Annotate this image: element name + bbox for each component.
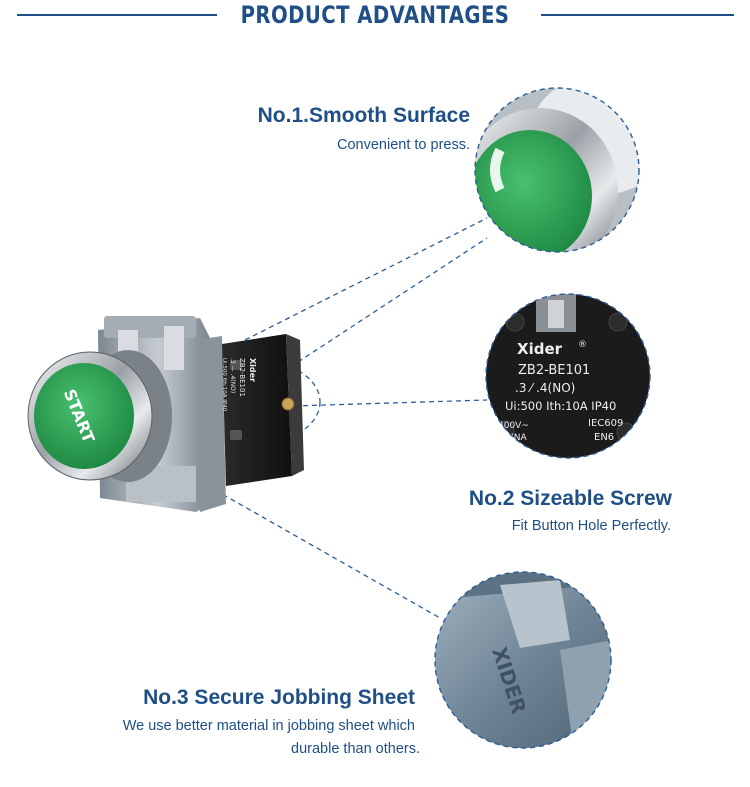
block-brand-label: Xider <box>248 358 257 382</box>
zoom-ring-2 <box>485 293 651 459</box>
zoom-voltage-label: 400V~ <box>498 421 529 431</box>
section-title: PRODUCT ADVANTAGES <box>240 1 510 29</box>
feature-3-desc-line-2: durable than others. <box>291 741 420 757</box>
zoom-brand-label: Xider <box>517 340 563 358</box>
header-rule-right <box>541 14 734 16</box>
connector-line-2 <box>293 399 488 407</box>
feature-3-desc-line-1: We use better material in jobbing sheet … <box>122 718 415 734</box>
zoom-contact-label: .3 ⁄ .4(NO) <box>515 381 575 395</box>
connector-line-3 <box>214 489 441 619</box>
zoom-standard-label-1: IEC609 <box>588 418 623 429</box>
zoom-rating-label: Ui:500 Ith:10A IP40 <box>505 399 616 413</box>
feature-1-desc: Convenient to press. <box>337 137 470 153</box>
zoom-ring-3 <box>434 571 612 749</box>
section-header: PRODUCT ADVANTAGES <box>0 0 750 36</box>
block-model-label: ZB2-BE101 <box>238 358 246 397</box>
zoom-sizeable-screw: Xider ® ZB2-BE101 .3 ⁄ .4(NO) Ui:500 Ith… <box>486 294 650 458</box>
feature-3-title: No.3 Secure Jobbing Sheet <box>143 686 415 709</box>
header-rule-left <box>17 14 217 16</box>
block-contact-label: .3 — .4(NO) <box>229 358 236 393</box>
zoom-standard-label-2: EN6 <box>594 432 614 443</box>
zoom-model-label: ZB2-BE101 <box>518 363 590 378</box>
zoom-origin-label: CHINA <box>498 433 527 443</box>
zoom-jobbing-sheet: XIDER <box>435 572 611 748</box>
connector-line-1 <box>244 217 488 341</box>
zoom-ring-1 <box>474 87 640 253</box>
green-start-button <box>34 363 134 469</box>
feature-1-title: No.1.Smooth Surface <box>257 104 470 127</box>
block-rating-label: Ui:500 Ith:10A IP40 <box>221 358 227 412</box>
zoom-registered-mark: ® <box>578 340 587 350</box>
terminal-screw <box>281 397 295 411</box>
push-button-product: Xider ZB2-BE101 .3 — .4(NO) Ui:500 Ith:1… <box>27 316 304 512</box>
feature-2-desc: Fit Button Hole Perfectly. <box>511 518 671 534</box>
feature-2-title: No.2 Sizeable Screw <box>468 487 672 510</box>
